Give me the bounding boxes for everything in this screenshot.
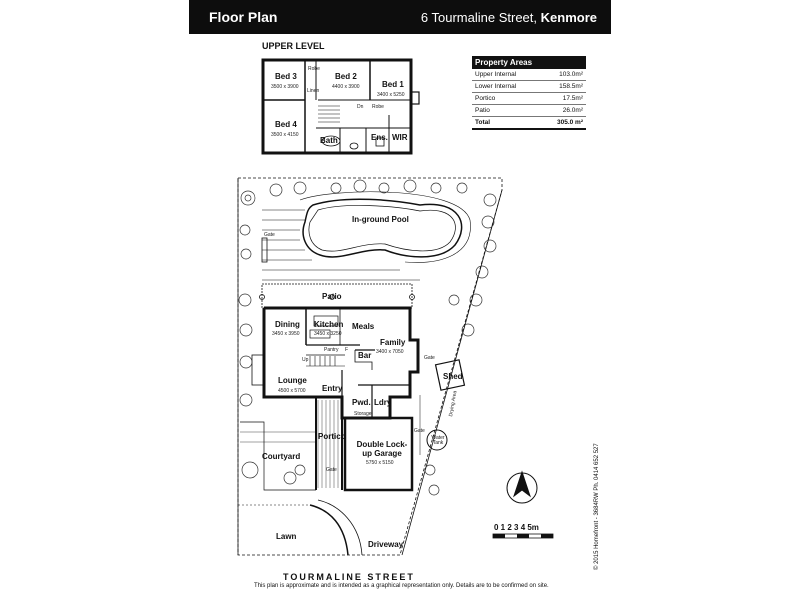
- room-dining: Dining: [275, 320, 300, 329]
- label-linen: Linen: [307, 88, 320, 94]
- property-areas-heading: Property Areas: [472, 56, 586, 69]
- room-entry: Entry: [322, 384, 343, 393]
- label-patio: Patio: [322, 292, 342, 301]
- address-suburb: Kenmore: [540, 10, 597, 25]
- area-label: Patio: [472, 104, 540, 117]
- room-wir: WIR: [392, 133, 408, 142]
- label-gate-3: Gate: [414, 428, 425, 434]
- upper-level-heading: UPPER LEVEL: [262, 41, 325, 51]
- room-garage-dims: 5750 x 5150: [366, 460, 394, 466]
- scale-labels: 0 1 2 3 4 5m: [494, 523, 539, 532]
- room-bed-3-dims: 3500 x 3900: [271, 84, 299, 90]
- label-courtyard: Courtyard: [262, 452, 301, 461]
- area-value: 26.0m²: [539, 104, 586, 117]
- room-lounge-dims: 4500 x 5700: [278, 388, 306, 394]
- room-portico: Portico: [318, 432, 346, 441]
- disclaimer: This plan is approximate and is intended…: [254, 583, 549, 589]
- address-street: 6 Tourmaline Street,: [420, 10, 538, 25]
- room-bath: Bath: [320, 136, 338, 145]
- room-bed-2: Bed 2: [335, 72, 357, 81]
- room-bed-1-dims: 3400 x 5250: [377, 92, 405, 98]
- room-garage: Double Lock-up Garage: [356, 440, 408, 458]
- site-boundary: [237, 177, 503, 556]
- room-laundry: Ldry: [374, 398, 392, 407]
- room-powder: Pwd.: [352, 398, 371, 407]
- room-bed-1: Bed 1: [382, 80, 404, 89]
- room-dining-dims: 3450 x 3950: [272, 331, 300, 337]
- total-value: 305.0 m²: [539, 116, 586, 130]
- label-robe-2: Robe: [372, 104, 384, 110]
- area-label: Lower Internal: [472, 80, 540, 93]
- area-value: 17.5m²: [539, 92, 586, 105]
- room-family-dims: 3400 x 7050: [376, 349, 404, 355]
- area-label: Portico: [472, 92, 540, 105]
- label-pool: In-ground Pool: [352, 215, 409, 224]
- label-gate-2: Gate: [424, 355, 435, 361]
- pool-outline: [302, 198, 463, 258]
- label-fridge: F: [345, 347, 349, 353]
- label-driveway: Driveway: [368, 540, 404, 549]
- label-dn: Dn: [357, 104, 364, 110]
- upper-level-outline: [261, 58, 413, 155]
- page-title: Floor Plan: [209, 9, 278, 25]
- area-value: 103.0m²: [539, 69, 586, 81]
- room-kitchen: Kitchen: [314, 320, 344, 329]
- area-value: 158.5m²: [539, 80, 586, 93]
- label-lawn: Lawn: [276, 532, 297, 541]
- room-kitchen-dims: 3450 x 3250: [314, 331, 342, 337]
- room-bed-4-dims: 3500 x 4150: [271, 132, 299, 138]
- property-address: 6 Tourmaline Street, Kenmore: [421, 10, 597, 25]
- room-lounge: Lounge: [278, 376, 307, 385]
- room-meals: Meals: [352, 322, 375, 331]
- header-bar: Floor Plan 6 Tourmaline Street, Kenmore: [189, 0, 611, 34]
- total-label: Total: [472, 116, 540, 130]
- label-up: Up: [302, 357, 309, 363]
- label-water-tank: Water Tank: [431, 435, 445, 446]
- copyright-note: © 2015 Homefront - 3684RW Ph. 0414 652 5…: [594, 443, 600, 570]
- room-bed-2-dims: 4400 x 3900: [332, 84, 360, 90]
- label-robe-1: Robe: [308, 66, 320, 72]
- label-bar: Bar: [358, 351, 372, 360]
- label-shed: Shed: [443, 372, 463, 381]
- street-name: TOURMALINE STREET: [283, 572, 415, 582]
- area-label: Upper Internal: [472, 69, 540, 81]
- room-ensuite: Ens.: [371, 133, 388, 142]
- label-gate-4: Gate: [326, 467, 337, 473]
- room-bed-3: Bed 3: [275, 72, 297, 81]
- landscaping: [238, 179, 497, 496]
- label-storage: Storage: [354, 411, 372, 417]
- label-gate-1: Gate: [264, 232, 275, 238]
- label-pantry: Pantry: [324, 347, 339, 353]
- room-family: Family: [380, 338, 406, 347]
- room-bed-4: Bed 4: [275, 120, 297, 129]
- scale-bar: [492, 533, 554, 539]
